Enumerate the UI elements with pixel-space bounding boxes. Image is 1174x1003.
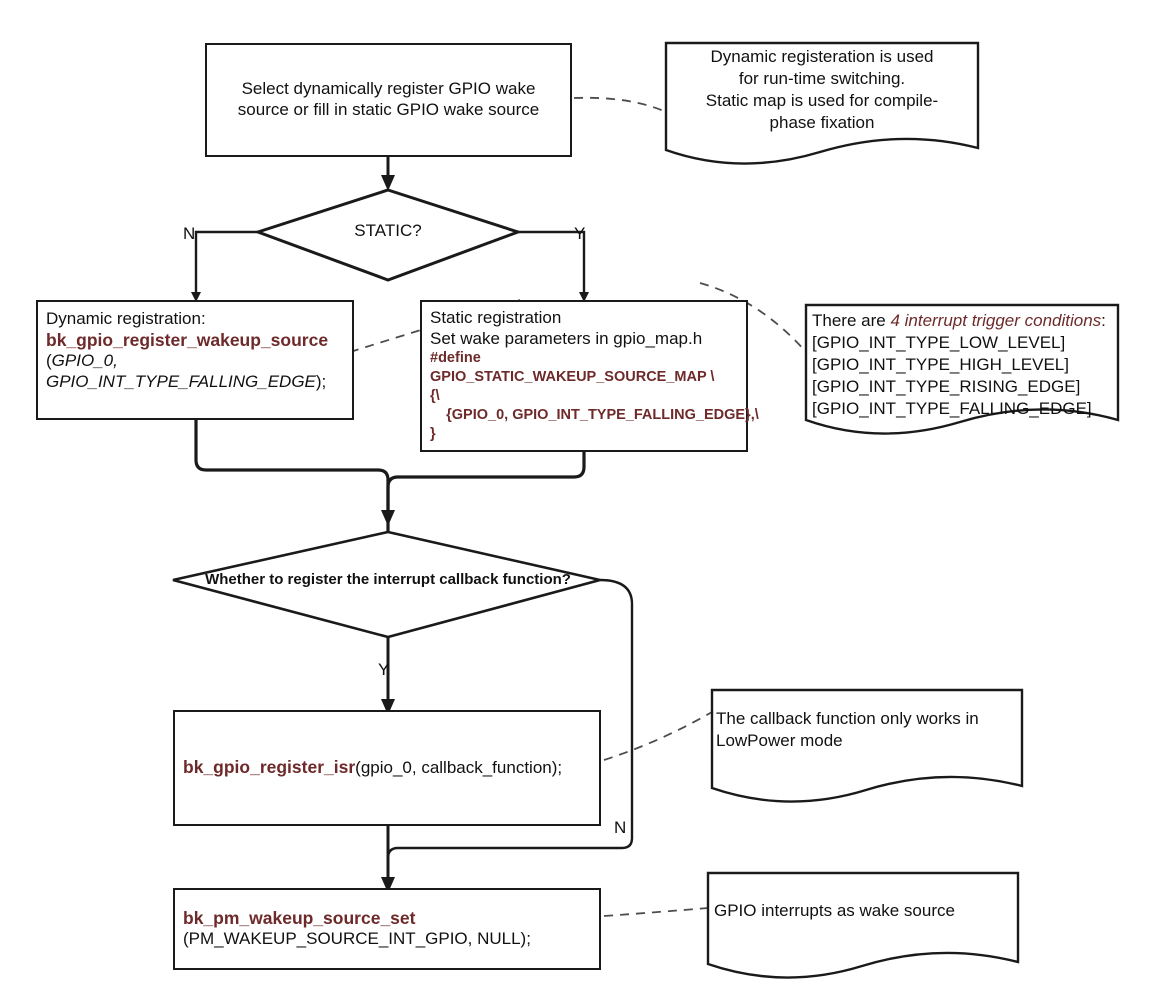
static-box-code3: {GPIO_0, GPIO_INT_TYPE_FALLING_EDGE},\ [430,407,759,423]
edge-label-static-no: N [183,224,196,243]
note-callback: The callback function only works in LowP… [716,708,1016,752]
wakeup-box-args: (PM_WAKEUP_SOURCE_INT_GPIO, NULL); [183,929,531,949]
edge-label-callback-no: N [614,818,627,837]
decision-callback-shape [172,530,601,639]
note-callback-line2: LowPower mode [716,731,843,751]
leader-start-note [573,96,667,113]
note-wakesource-line1: GPIO interrupts as wake source [714,901,955,920]
wakeup-source-set-box[interactable]: bk_pm_wakeup_source_set (PM_WAKEUP_SOURC… [173,888,601,970]
note-wakesource-shape [706,871,1020,979]
note-callback-line1: The callback function only works in [716,709,979,728]
note-triggers: There are 4 interrupt trigger conditions… [808,308,1118,420]
note-triggers-lead-line: There are 4 interrupt trigger conditions… [812,310,1114,332]
edge-dynamic-merge [194,420,395,526]
decision-static-label[interactable]: STATIC? [354,221,422,240]
note-dynamic-static-shape [664,41,980,165]
dynamic-box-paren-open: ( [46,351,52,371]
start-box-line1: Select dynamically register GPIO wake [241,79,536,99]
note-triggers-lead: There are [812,311,891,330]
static-box-line2: Set wake parameters in gpio_map.h [430,328,703,348]
isr-box-args: (gpio_0, callback_function); [355,758,563,778]
edge-static-merge [386,452,586,518]
static-registration-box[interactable]: Static registration Set wake parameters … [420,300,759,452]
note-dynamic-static-line2: for run-time switching. [738,69,906,89]
edge-label-callback-yes: Y [378,660,390,679]
note-callback-shape [710,688,1024,803]
edge-label-static-yes: Y [574,224,586,243]
note-triggers-item-3: [GPIO_INT_TYPE_FALLING_EDGE] [812,399,1092,419]
leader-wakeup-note [603,907,709,917]
note-dynamic-static-line1: Dynamic registeration is used [710,47,934,66]
note-dynamic-static: Dynamic registeration is used for run-ti… [666,44,978,134]
note-triggers-shape [804,303,1120,435]
dynamic-box-function: bk_gpio_register_wakeup_source [46,329,329,350]
dynamic-box-arg2: GPIO_INT_TYPE_FALLING_EDGE [46,371,316,391]
decision-static-shape [253,188,523,282]
note-triggers-item-2: [GPIO_INT_TYPE_RISING_EDGE] [812,377,1081,397]
dynamic-box-arg1: GPIO_0, [51,351,118,371]
note-triggers-item-0: [GPIO_INT_TYPE_LOW_LEVEL] [812,333,1066,353]
static-box-code2: {\ [430,388,440,405]
decision-callback-label[interactable]: Whether to register the interrupt callba… [205,571,571,588]
edge-callback-no [386,578,634,885]
leader-static-note [699,282,807,353]
static-box-code4: } [430,425,436,442]
register-isr-box[interactable]: bk_gpio_register_isr(gpio_0, callback_fu… [173,710,601,826]
leader-isr-note [603,711,713,761]
edge-static-no [191,230,258,302]
note-triggers-colon: : [1101,311,1106,330]
wakeup-box-function: bk_pm_wakeup_source_set [183,907,416,928]
dynamic-box-paren-close: ); [315,371,327,391]
start-box-line2: source or fill in static GPIO wake sourc… [237,100,540,119]
note-triggers-item-1: [GPIO_INT_TYPE_HIGH_LEVEL] [812,355,1069,375]
isr-box-function: bk_gpio_register_isr [183,757,356,778]
static-box-code1: #define GPIO_STATIC_WAKEUP_SOURCE_MAP \ [430,350,715,386]
edge-static-yes [518,230,589,302]
static-box-line1: Static registration [430,308,562,327]
note-dynamic-static-line4: phase fixation [769,113,875,133]
note-wakesource: GPIO interrupts as wake source [714,900,1014,922]
note-triggers-emphasis: 4 interrupt trigger conditions [890,311,1102,330]
dynamic-box-line1: Dynamic registration: [46,309,206,328]
start-box[interactable]: Select dynamically register GPIO wake so… [205,43,572,157]
dynamic-registration-box[interactable]: Dynamic registration: bk_gpio_register_w… [36,300,354,420]
note-dynamic-static-line3: Static map is used for compile- [705,91,939,111]
